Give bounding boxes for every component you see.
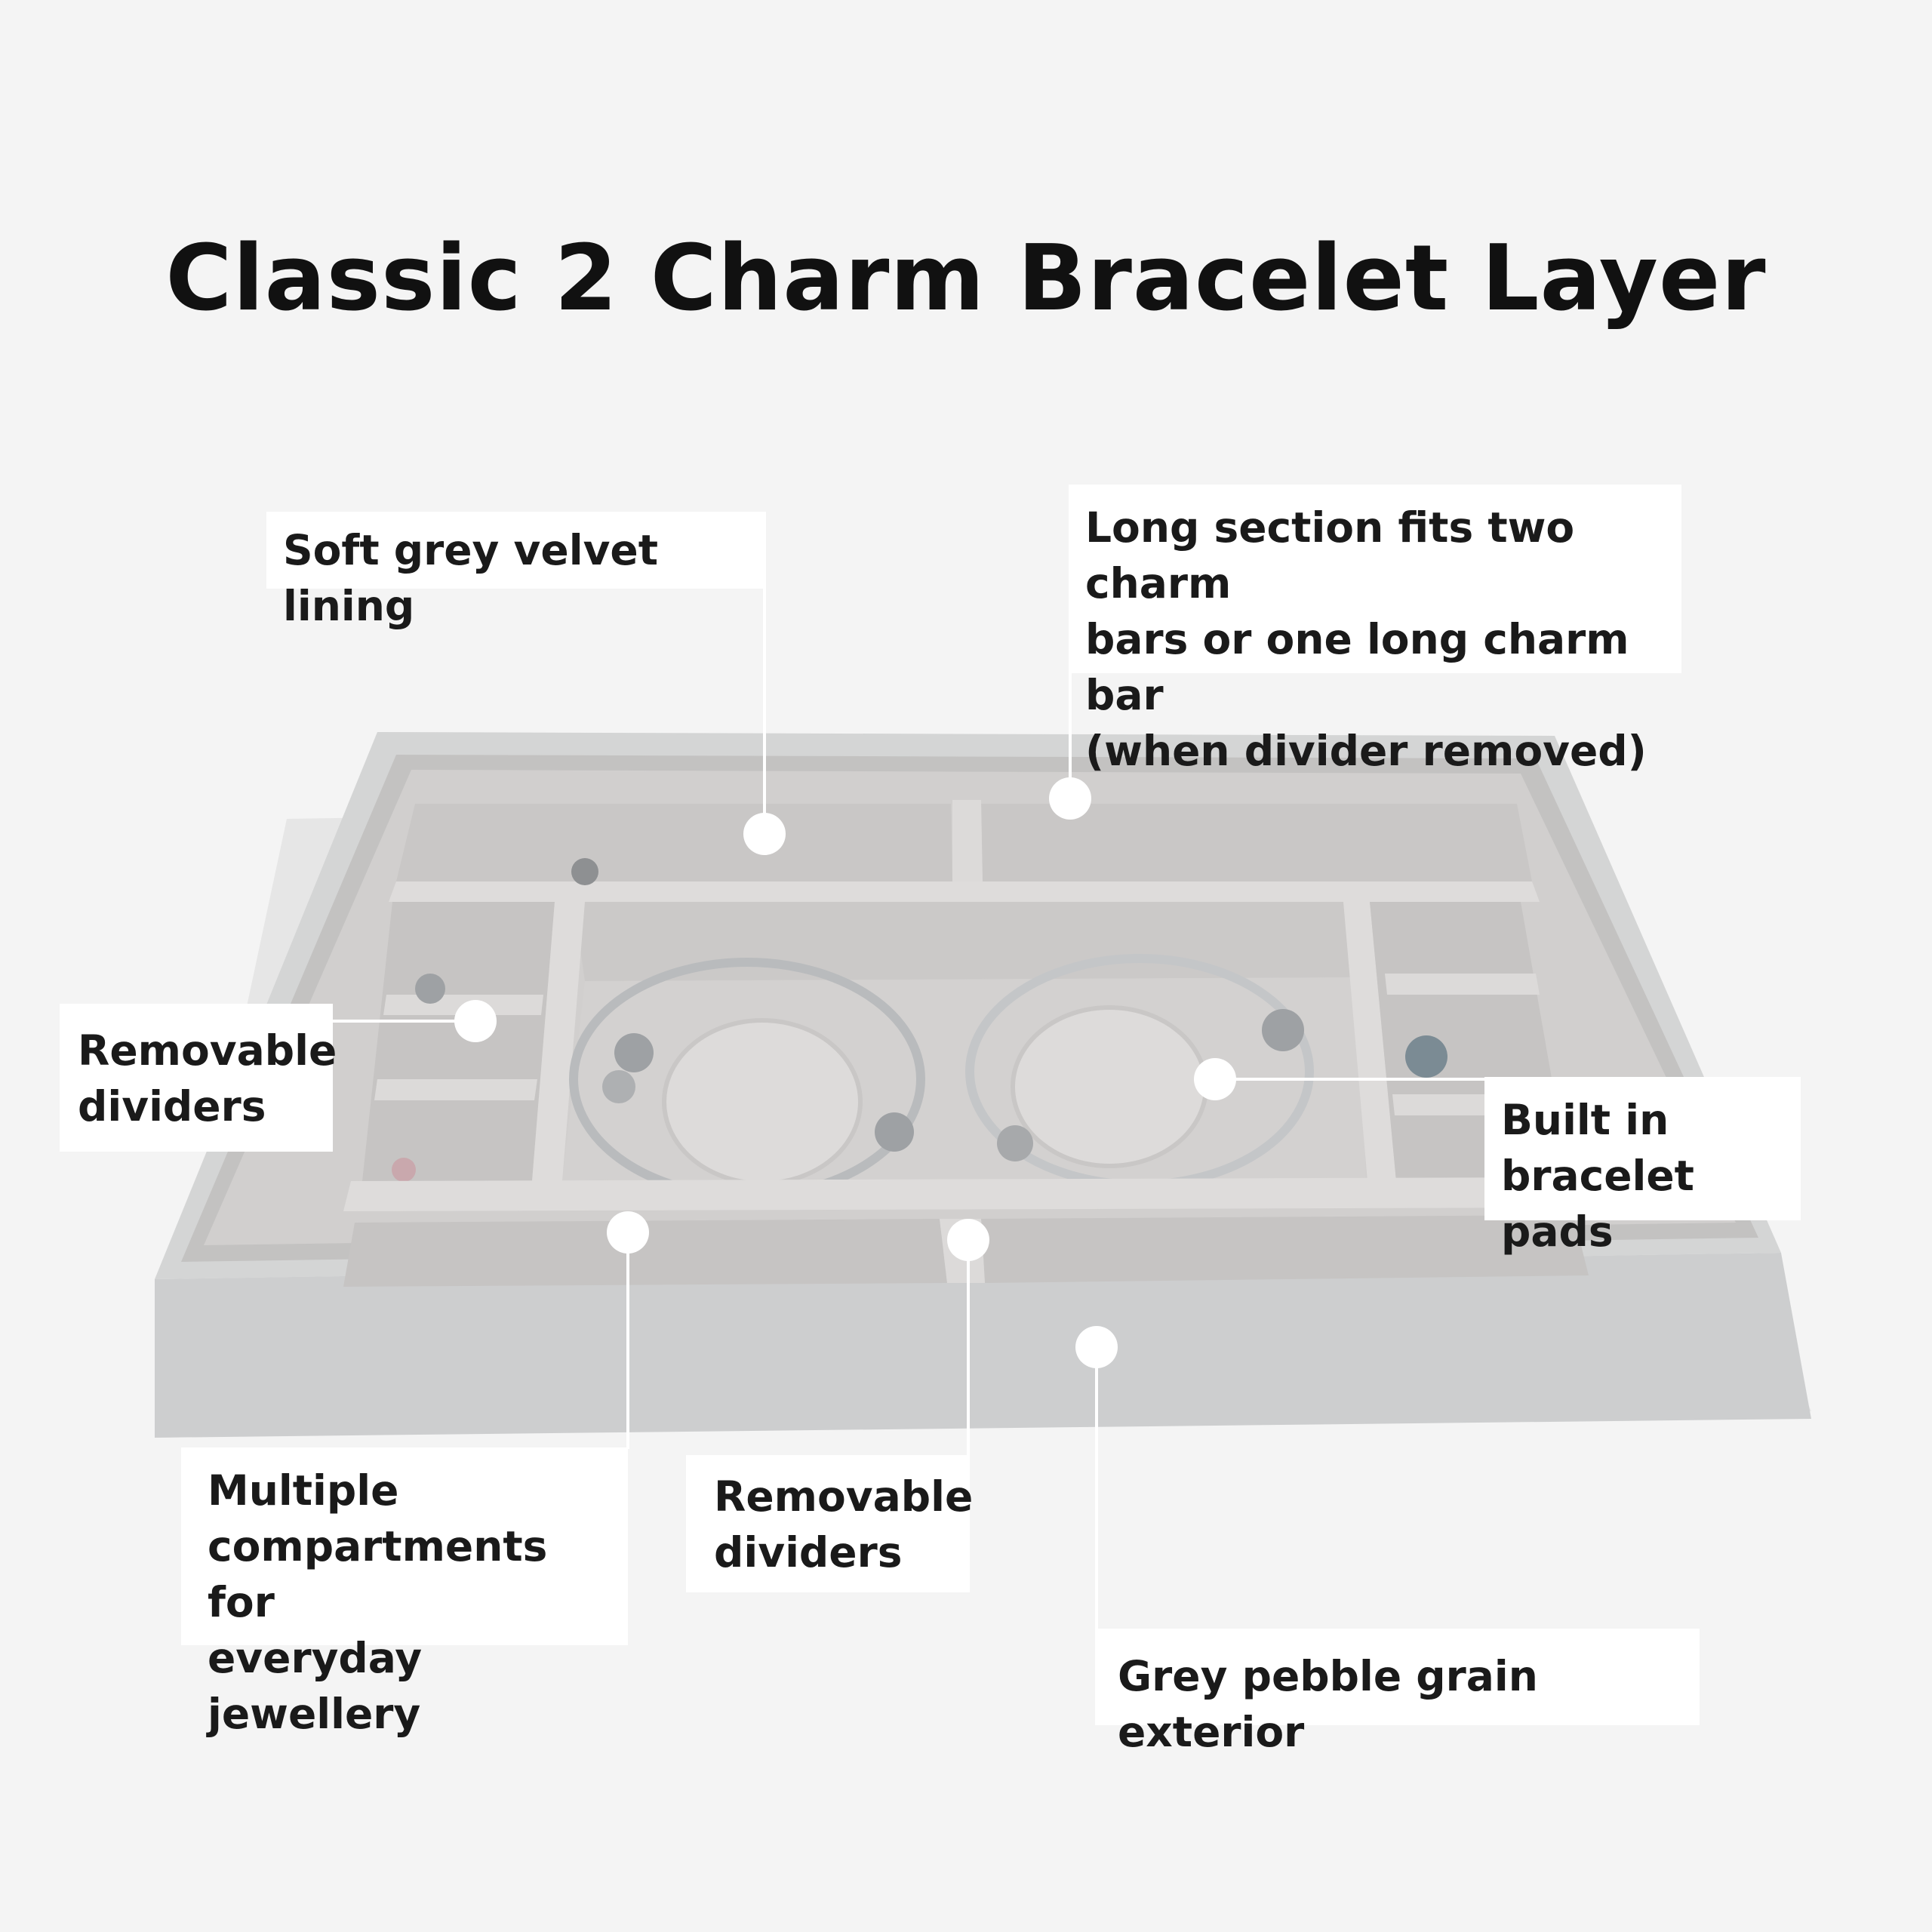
bottom-row-wall bbox=[343, 1177, 1577, 1211]
callout-dot-bracelet-pads bbox=[1194, 1058, 1236, 1100]
callout-multiple-compartments: Multiple compartments for everyday jewel… bbox=[181, 1447, 628, 1738]
callout-dot-velvet bbox=[743, 813, 786, 855]
top-right-compartment bbox=[981, 804, 1532, 881]
callout-dot-long-section bbox=[1049, 777, 1091, 820]
box-front-face bbox=[155, 1253, 1811, 1438]
bracelet-pad-right bbox=[1011, 1005, 1208, 1168]
callout-bracelet-pads: Built in bracelet pads bbox=[1484, 1077, 1801, 1256]
callout-removable-dividers-bottom: Removable dividers bbox=[686, 1455, 973, 1592]
callout-grey-pebble-exterior: Grey pebble grain exterior bbox=[1095, 1629, 1700, 1756]
callout-dot-compartments bbox=[607, 1211, 649, 1254]
charm-bead bbox=[1405, 1035, 1447, 1078]
callout-removable-dividers-left: Removable dividers bbox=[60, 1004, 337, 1152]
callout-dot-exterior bbox=[1075, 1326, 1118, 1368]
charm-bead bbox=[875, 1112, 914, 1152]
charm-bead bbox=[1262, 1009, 1304, 1051]
charm-bead bbox=[614, 1033, 654, 1072]
charm-bead bbox=[415, 974, 445, 1004]
callout-long-section: Long section fits two charm bars or one … bbox=[1069, 485, 1681, 775]
center-left-wall bbox=[532, 902, 585, 1181]
bottom-right-compartment bbox=[981, 1215, 1589, 1283]
bottom-left-compartment bbox=[343, 1219, 947, 1287]
callout-velvet-lining: Soft grey velvet lining bbox=[266, 512, 766, 630]
center-right-wall bbox=[1343, 902, 1396, 1181]
left-shelf-2 bbox=[374, 1079, 537, 1100]
charm-bead bbox=[602, 1070, 635, 1103]
callout-dot-dividers-bottom bbox=[947, 1219, 989, 1261]
top-row-wall bbox=[389, 881, 1540, 902]
charm-bead bbox=[997, 1125, 1033, 1161]
right-shelf-1 bbox=[1385, 974, 1540, 995]
charm-bead bbox=[571, 858, 598, 885]
top-divider bbox=[952, 800, 983, 883]
left-compartments bbox=[362, 902, 555, 1181]
bracelet-pad-left bbox=[662, 1018, 863, 1186]
page-title: Classic 2 Charm Bracelet Layer bbox=[165, 226, 1767, 331]
callout-dot-dividers-left bbox=[454, 1000, 497, 1042]
charm-bead bbox=[392, 1158, 416, 1182]
top-left-compartment bbox=[396, 804, 952, 881]
